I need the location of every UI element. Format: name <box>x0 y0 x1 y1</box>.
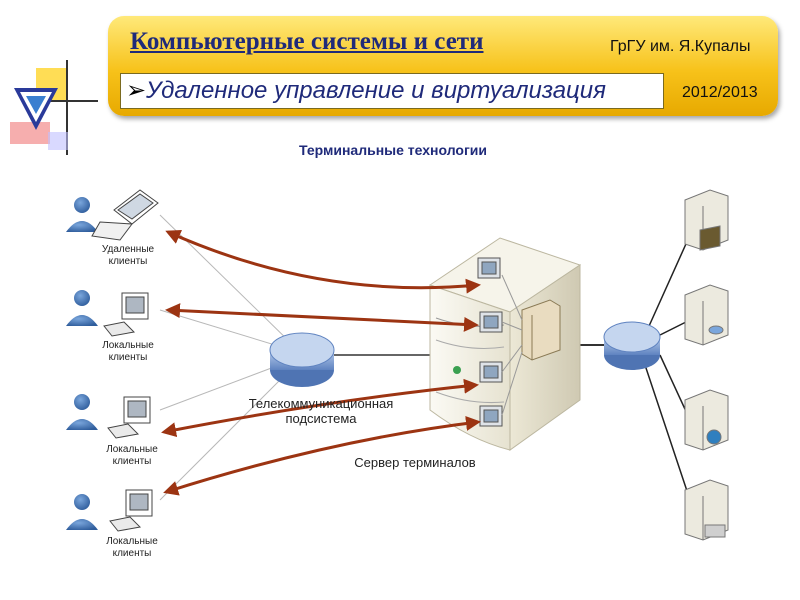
backbone-router-icon <box>603 321 661 370</box>
client-4-label: Локальные клиенты <box>106 536 158 559</box>
virtual-terminal-icons <box>477 257 503 427</box>
university-logo <box>0 60 110 155</box>
client-1-person-icon <box>66 197 98 232</box>
university-name: ГрГУ им. Я.Купалы <box>610 38 751 55</box>
client-1-laptop-icon <box>91 189 159 241</box>
backend-links <box>644 234 691 501</box>
course-title: Компьютерные системы и сети <box>130 28 484 55</box>
client-1-label: Удаленные клиенты <box>101 244 155 267</box>
slide-title: Терминальные технологии <box>298 142 487 158</box>
telecom-subsystem-label: Телекоммуникационная подсистема <box>248 396 394 426</box>
client-4-desktop-icon <box>109 489 153 532</box>
topic-bullet-icon: ➢ <box>126 77 147 104</box>
telecom-router-icon <box>269 332 335 387</box>
topic-title: Удаленное управление и виртуализация <box>146 77 606 104</box>
file-server-icon <box>684 189 729 251</box>
client-2-label: Локальные клиенты <box>102 340 154 363</box>
session-arrow-1 <box>165 230 481 294</box>
session-arrow-2 <box>165 303 479 332</box>
client-2-person-icon <box>66 290 98 326</box>
db-server-icon <box>684 284 729 346</box>
terminal-server-icon <box>428 237 582 451</box>
academic-year: 2012/2013 <box>682 84 758 101</box>
web-server-icon <box>684 389 729 451</box>
backend-server-icons <box>684 189 729 541</box>
client-3-label: Локальные клиенты <box>106 444 158 467</box>
client-3-desktop-icon <box>107 396 151 439</box>
session-arrows <box>161 230 481 496</box>
client-3-person-icon <box>66 394 98 430</box>
topic-box <box>120 73 664 109</box>
print-server-icon <box>684 479 729 541</box>
client-4-person-icon <box>66 494 98 530</box>
terminal-server-label: Сервер терминалов <box>354 455 476 470</box>
session-arrow-4 <box>163 416 481 496</box>
client-2-desktop-icon <box>103 292 149 337</box>
